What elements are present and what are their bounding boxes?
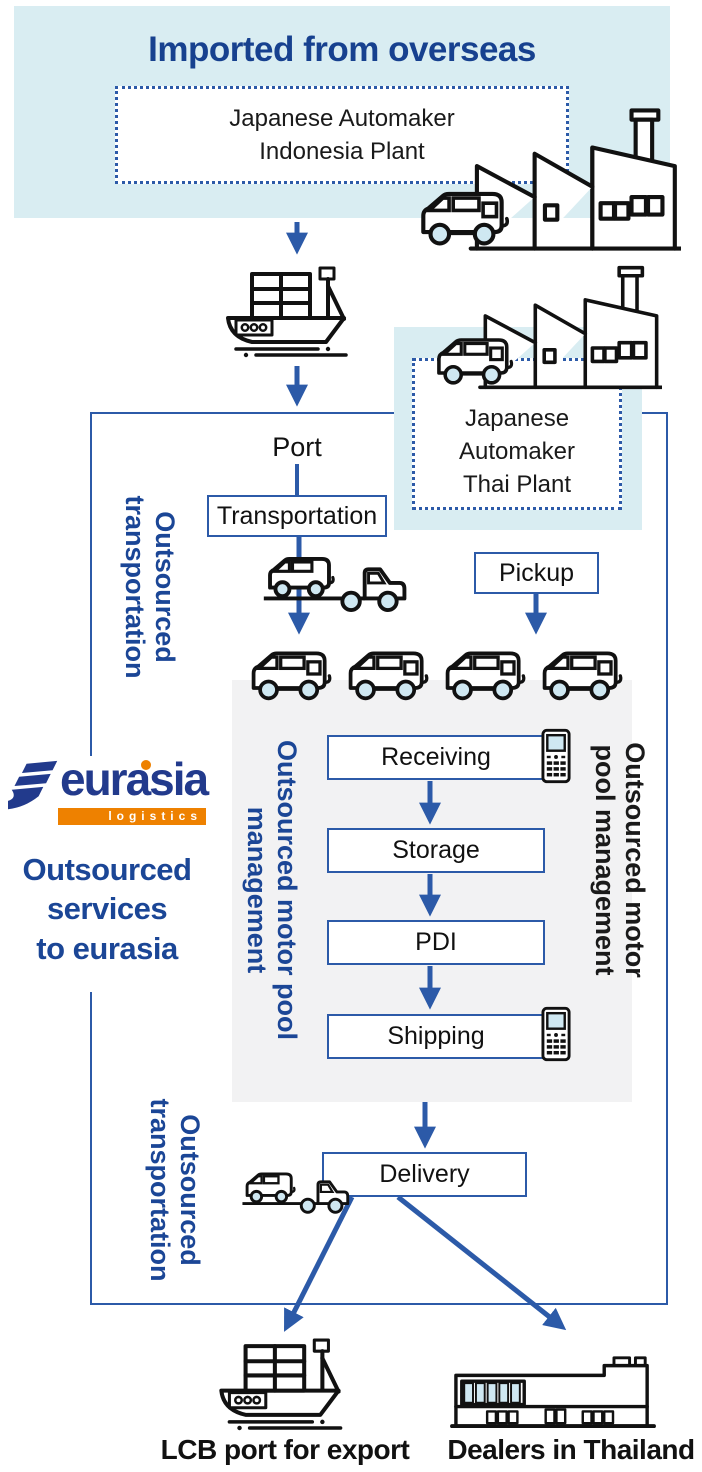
dealers-caption: Dealers in Thailand: [447, 1434, 695, 1465]
thai-plant-box: Japanese Automaker Thai Plant: [412, 358, 622, 510]
eurasia-logo-i-dot: [141, 760, 151, 770]
pickup-box: Pickup: [474, 552, 599, 594]
indonesia-factory-icon: [421, 108, 681, 251]
delivery-label: Delivery: [379, 1160, 470, 1188]
cargo-ship-icon: [226, 266, 348, 358]
handheld-terminal-icon-shipping: [541, 1006, 571, 1062]
outsourced-transportation-upper-label: Outsourced transportation: [120, 495, 181, 679]
motor-pool-left-label: Outsourced motor pool management: [242, 740, 303, 1040]
handheld-terminal-icon-receiving: [541, 728, 571, 784]
transportation-label: Transportation: [216, 501, 378, 530]
step-receiving-box: Receiving: [327, 735, 545, 780]
step-pdi-box: PDI: [327, 920, 545, 965]
thai-factory-icon: [437, 265, 662, 390]
thai-plant-label: Japanese Automaker Thai Plant: [458, 404, 576, 498]
port-label: Port: [272, 432, 322, 462]
step-storage-box: Storage: [327, 828, 545, 873]
pickup-label: Pickup: [498, 558, 575, 587]
indonesia-plant-box: Japanese Automaker Indonesia Plant: [115, 86, 569, 184]
van-icon-3: [445, 651, 526, 701]
van-icon-2: [348, 651, 429, 701]
step-storage-label: Storage: [392, 836, 480, 864]
export-ship-icon: [219, 1338, 343, 1431]
motor-pool-right-label: Outsourced motor pool management: [590, 742, 651, 978]
eurasia-flag-icon: [8, 760, 58, 810]
dealer-building-icon: [450, 1356, 656, 1429]
delivery-truck-icon: [242, 1172, 350, 1214]
car-carrier-truck-icon: [263, 556, 407, 613]
eurasia-logo-text: eurasia: [60, 753, 209, 805]
lcb-port-caption: LCB port for export: [160, 1434, 410, 1465]
transportation-box: Transportation: [207, 495, 387, 537]
outsourced-transportation-lower-label: Outsourced transportation: [145, 1098, 206, 1282]
eurasia-logo-sub: logistics: [58, 808, 206, 825]
eurasia-logo: eurasia logistics: [8, 753, 209, 846]
van-icon-1: [251, 651, 332, 701]
imported-overseas-panel: Imported from overseas Japanese Automake…: [14, 6, 670, 218]
step-pdi-label: PDI: [415, 928, 457, 956]
indonesia-plant-label: Japanese Automaker Indonesia Plant: [229, 104, 455, 165]
step-receiving-label: Receiving: [381, 743, 491, 771]
van-icon-4: [542, 651, 623, 701]
outsourced-services-caption: Outsourced services to eurasia: [8, 846, 206, 992]
step-shipping-label: Shipping: [387, 1022, 485, 1050]
step-shipping-box: Shipping: [327, 1014, 545, 1059]
imported-overseas-title: Imported from overseas: [148, 30, 536, 69]
